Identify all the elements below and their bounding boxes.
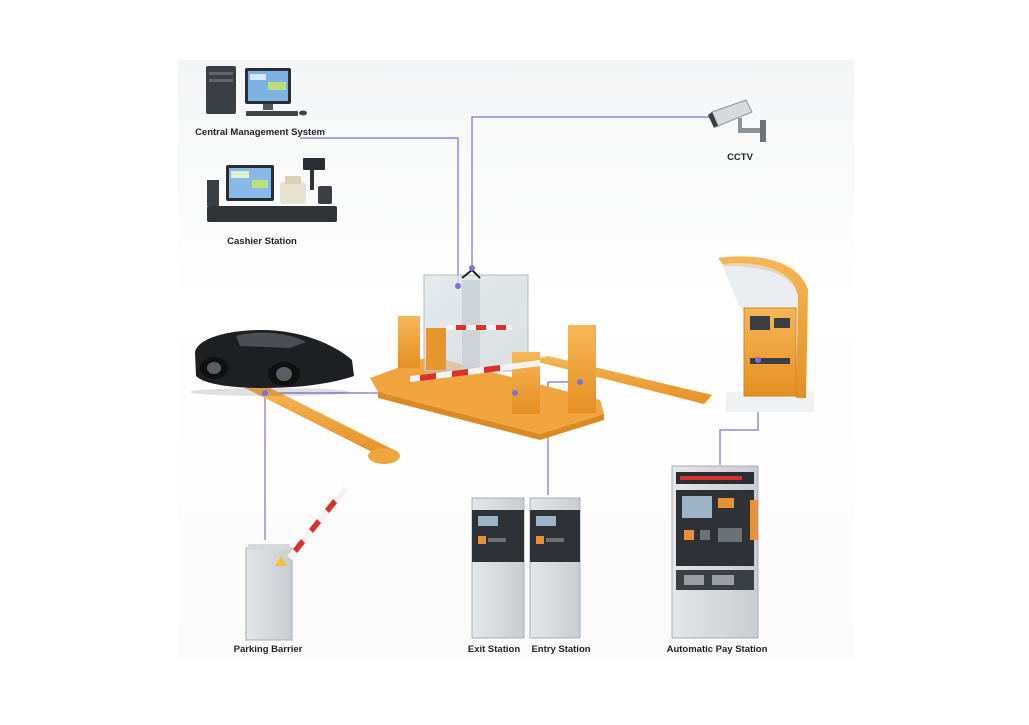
parking-barrier-unit bbox=[245, 486, 348, 641]
connector-dots bbox=[262, 265, 761, 396]
connector-cctv bbox=[471, 116, 712, 268]
automatic-pay-station-unit bbox=[671, 465, 759, 639]
label-exit-station: Exit Station bbox=[467, 644, 521, 655]
label-cctv: CCTV bbox=[727, 152, 753, 163]
desktop-computer-icon bbox=[206, 66, 307, 116]
ticket-dispenser-icon bbox=[471, 497, 525, 639]
kiosk-icon bbox=[718, 256, 814, 412]
label-central-management-system: Central Management System bbox=[195, 127, 325, 138]
label-automatic-pay-station: Automatic Pay Station bbox=[666, 644, 768, 655]
boom-gate-icon bbox=[398, 316, 596, 414]
cctv-camera-icon bbox=[708, 99, 766, 142]
label-cashier-station: Cashier Station bbox=[227, 236, 297, 247]
sports-car-icon bbox=[190, 330, 354, 396]
label-parking-barrier: Parking Barrier bbox=[233, 644, 303, 655]
label-entry-station: Entry Station bbox=[531, 644, 591, 655]
entry-station-unit bbox=[529, 497, 581, 639]
connector-cms bbox=[300, 137, 459, 286]
cash-register-icon bbox=[207, 158, 337, 222]
